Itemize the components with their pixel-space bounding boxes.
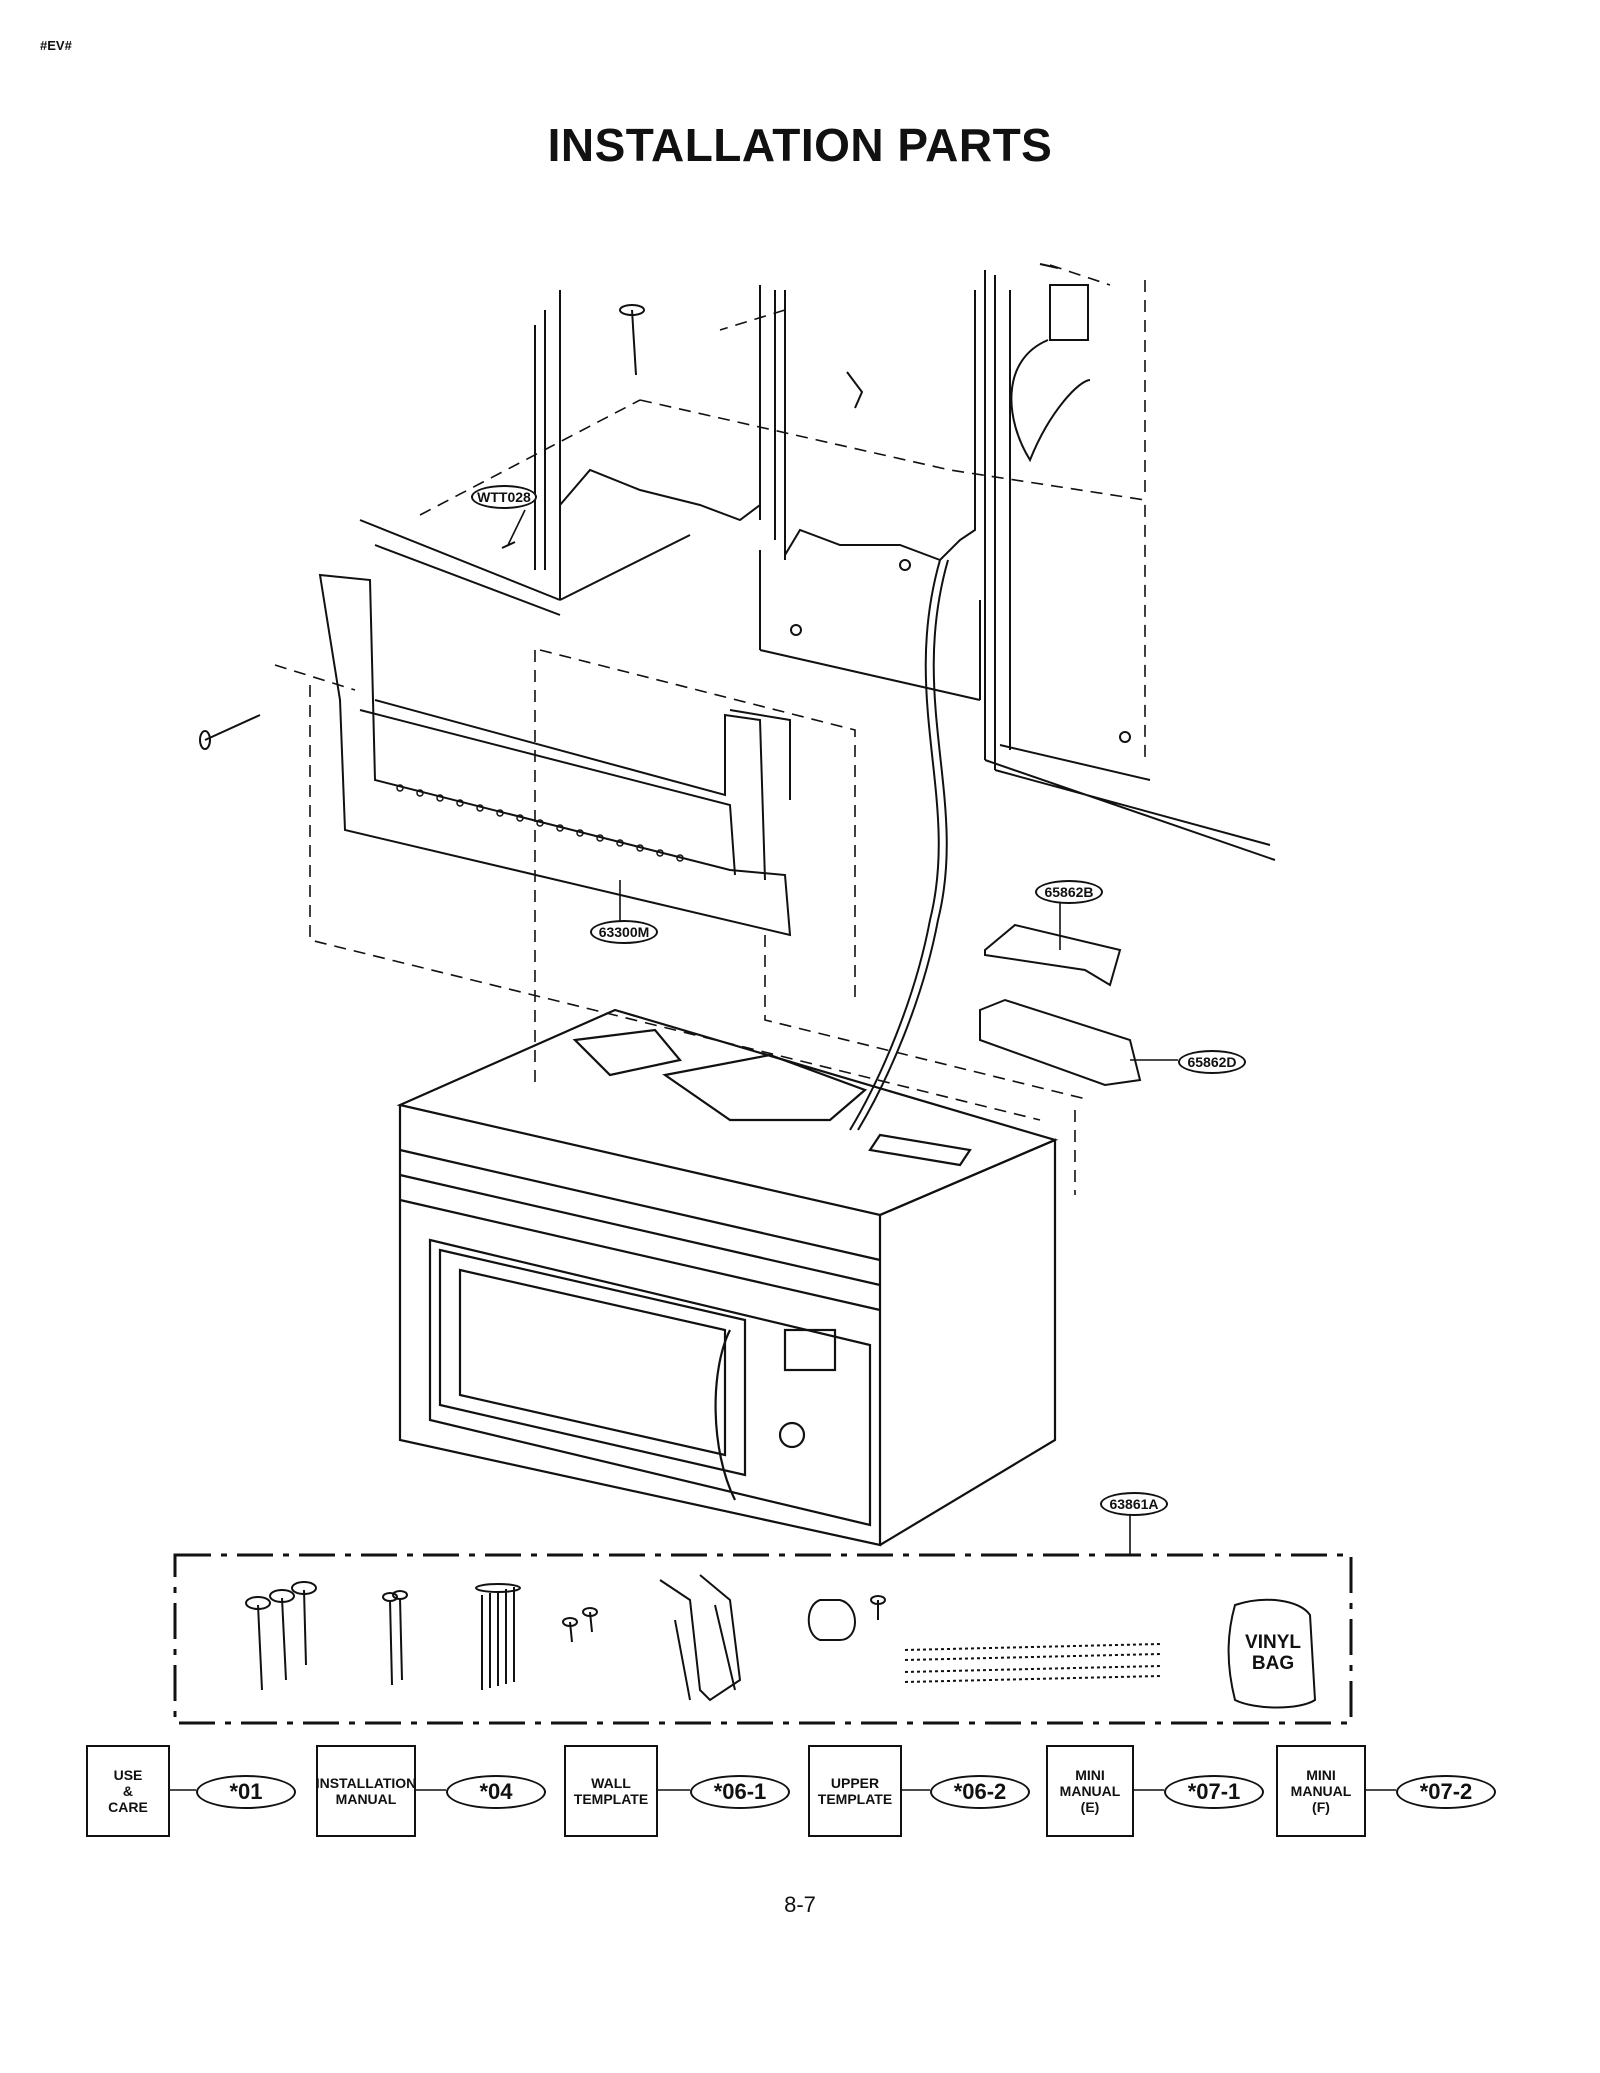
document-label-07-2: *07-2 [1396, 1775, 1496, 1809]
power-cord [849, 284, 1091, 1131]
microwave-oven [396, 1008, 1059, 1547]
duct-parts [979, 923, 1142, 1087]
page-number: 8-7 [784, 1892, 816, 1917]
document-box-use-care: USE & CARE [86, 1745, 170, 1837]
document-box-wall-template: WALL TEMPLATE [564, 1745, 658, 1837]
callout-wtt028: WTT028 [471, 485, 537, 509]
document-box-mini-manual-e: MINI MANUAL (E) [1046, 1745, 1134, 1837]
document-label-06-2: *06-2 [930, 1775, 1030, 1809]
kit-hardware [245, 1574, 1317, 1709]
callout-63300m: 63300M [590, 920, 658, 944]
document-label-04: *04 [446, 1775, 546, 1809]
corner-code: #EV# [40, 38, 72, 53]
document-label-07-1: *07-1 [1164, 1775, 1264, 1809]
callout-leaders [507, 509, 1178, 1555]
parts-kit-frame [173, 1553, 1353, 1725]
callout-65862d: 65862D [1178, 1050, 1246, 1074]
callout-63861a: 63861A [1100, 1492, 1168, 1516]
document-box-mini-manual-f: MINI MANUAL (F) [1276, 1745, 1366, 1837]
callout-65862b: 65862B [1035, 880, 1103, 904]
dashed-wall-plane [274, 264, 1146, 1195]
document-box-installation-manual: INSTALLATION MANUAL [316, 1745, 416, 1837]
document-box-upper-template: UPPER TEMPLATE [808, 1745, 902, 1837]
page-title: INSTALLATION PARTS [547, 119, 1053, 171]
screws-upper [199, 263, 1059, 750]
mounting-plate [318, 573, 792, 937]
document-label-01: *01 [196, 1775, 296, 1809]
upper-cabinets [359, 270, 1276, 861]
vinyl-bag-label: VINYL BAG [1245, 1632, 1301, 1674]
document-label-06-1: *06-1 [690, 1775, 790, 1809]
